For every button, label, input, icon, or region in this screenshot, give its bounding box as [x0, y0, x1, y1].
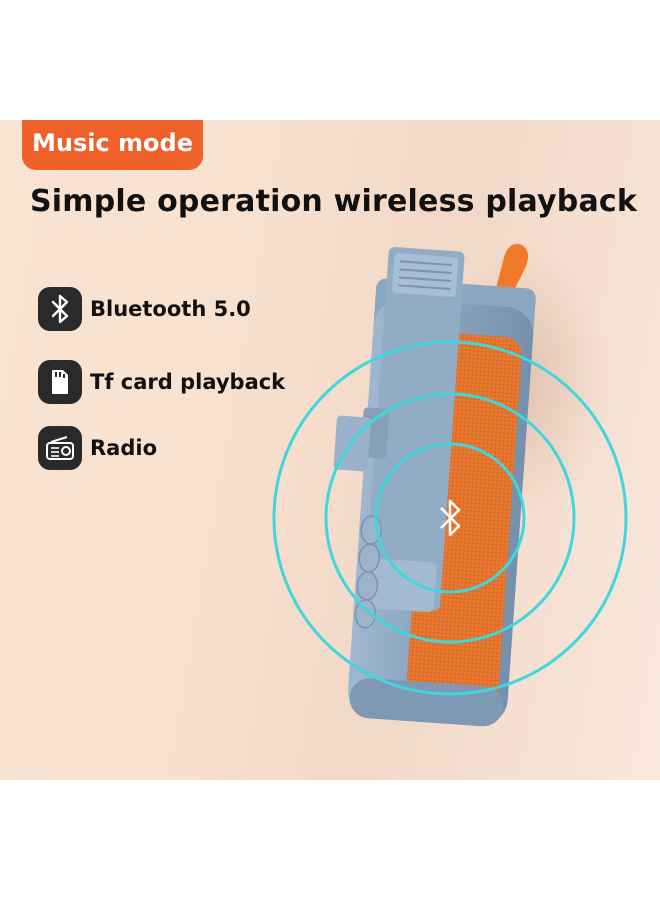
- headline: Simple operation wireless playback: [30, 184, 638, 219]
- radio-icon: [38, 426, 82, 470]
- bluetooth-icon: [440, 499, 461, 537]
- feature-label: Radio: [90, 436, 157, 460]
- feature-tf-card: Tf card playback: [38, 360, 285, 404]
- mode-badge: Music mode: [22, 120, 203, 170]
- product-banner: Music mode Simple operation wireless pla…: [0, 120, 660, 780]
- feature-label: Tf card playback: [90, 370, 286, 394]
- phone-holder: [364, 246, 465, 611]
- wave-rings: [272, 340, 628, 696]
- feature-label: Bluetooth 5.0: [90, 297, 251, 321]
- feature-radio: Radio: [38, 426, 157, 470]
- bluetooth-icon: [38, 287, 82, 331]
- speaker: [333, 243, 536, 727]
- speaker-illustration: [272, 240, 628, 727]
- sd-card-icon: [38, 360, 82, 404]
- control-buttons: [354, 515, 383, 629]
- feature-bluetooth: Bluetooth 5.0: [38, 287, 251, 331]
- orange-strap: [493, 243, 528, 300]
